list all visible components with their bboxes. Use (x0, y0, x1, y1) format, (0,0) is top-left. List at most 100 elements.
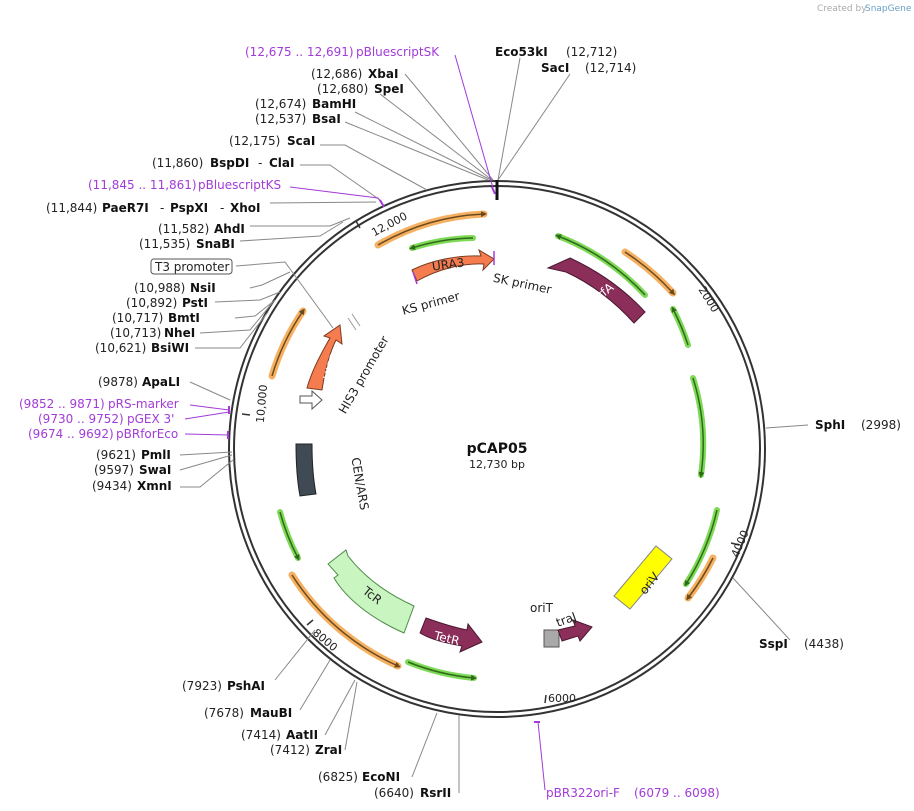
paer7i-sep2: - (220, 201, 224, 215)
sphi-pos: (2998) (861, 418, 901, 432)
cen-ars-feature[interactable] (295, 443, 317, 497)
snapgene-logo: SnapGene (865, 4, 912, 14)
bspdi-sep: - (258, 156, 262, 170)
scai-pos: (12,175) (229, 134, 280, 148)
pbluescriptsk-name: pBluescriptSK (356, 45, 440, 59)
watermark-text: Created by (817, 4, 867, 14)
nhei-name[interactable]: NheI (164, 326, 195, 340)
econi-pos: (6825) (318, 770, 358, 784)
bmti-name[interactable]: BmtI (168, 311, 200, 325)
scai-name[interactable]: ScaI (287, 134, 315, 148)
pbluescriptks-name: pBluescriptKS (198, 178, 281, 192)
apali-pos: (9878) (98, 375, 138, 389)
his3-feature[interactable] (306, 324, 343, 391)
snabi-pos: (11,535) (139, 237, 190, 251)
xmni-pos: (9434) (92, 479, 132, 493)
tetr-label: TetR (432, 628, 461, 648)
t3-promoter-tick-b (347, 317, 357, 331)
pgex-name: pGEX 3' (127, 412, 174, 426)
pbr322ori-pos: (6079 .. 6098) (634, 786, 720, 800)
pbluescriptsk-pos: (12,675 .. 12,691) (245, 45, 354, 59)
ahdi-pos: (11,582) (158, 222, 209, 236)
xbai-pos: (12,686) (311, 67, 362, 81)
cen-ars-label: CEN/ARS (348, 456, 371, 511)
swai-name[interactable]: SwaI (139, 463, 171, 477)
spei-pos: (12,680) (317, 82, 368, 96)
sphi-name[interactable]: SphI (815, 418, 845, 432)
tick-label-6000: 6000 (548, 692, 576, 705)
zrai-name[interactable]: ZraI (315, 743, 342, 757)
prs-marker-name: pRS-marker (108, 397, 179, 411)
ura3-feature[interactable] (411, 248, 495, 282)
xbai-name[interactable]: XbaI (368, 67, 398, 81)
rsrii-pos: (6640) (374, 786, 414, 800)
bspdi-pos: (11,860) (152, 156, 203, 170)
nsii-name[interactable]: NsiI (190, 281, 216, 295)
orit-label: oriT (530, 601, 554, 615)
arc-features (268, 210, 720, 681)
pshai-pos: (7923) (182, 679, 222, 693)
nsii-pos: (10,988) (134, 281, 185, 295)
swai-pos: (9597) (94, 463, 134, 477)
traj-label: traJ (554, 609, 578, 629)
eco53ki-name[interactable]: Eco53kI (495, 45, 548, 59)
bamhi-pos: (12,674) (255, 97, 306, 111)
paer7i-sep1: - (160, 201, 164, 215)
xmni-name[interactable]: XmnI (137, 479, 172, 493)
sspi-pos: (4438) (804, 637, 844, 651)
tcr-feature[interactable] (327, 549, 415, 634)
zrai-pos: (7412) (270, 743, 310, 757)
bspdi-name[interactable]: BspDI (210, 156, 249, 170)
bsai-name[interactable]: BsaI (312, 112, 341, 126)
eco53ki-pos: (12,712) (566, 45, 617, 59)
clai-name[interactable]: ClaI (269, 156, 294, 170)
trfa-feature[interactable] (546, 257, 646, 324)
aatii-name[interactable]: AatII (286, 728, 318, 742)
snabi-name[interactable]: SnaBI (196, 237, 235, 251)
paer7i-name[interactable]: PaeR7I (102, 201, 149, 215)
xhoi-name[interactable]: XhoI (230, 201, 261, 215)
pbrforeco-pos: (9674 .. 9692) (28, 427, 114, 441)
pbrforeco-name: pBRforEco (116, 427, 178, 441)
sspi-name[interactable]: SspI (759, 637, 788, 651)
traj-feature[interactable] (557, 619, 593, 642)
bsiwi-pos: (10,621) (95, 341, 146, 355)
pmli-pos: (9621) (96, 448, 136, 462)
primer-leader-lines (184, 54, 546, 791)
spei-name[interactable]: SpeI (374, 82, 404, 96)
saci-name[interactable]: SacI (541, 61, 569, 75)
tick-label-10000: 10,000 (254, 384, 270, 423)
tick-marks (241, 220, 740, 704)
pshai-name[interactable]: PshAI (227, 679, 265, 693)
pmli-name[interactable]: PmlI (141, 448, 171, 462)
rsrii-name[interactable]: RsrII (420, 786, 451, 800)
ura3-label: URA3 (431, 255, 465, 273)
oriv-feature[interactable] (613, 545, 673, 610)
apali-name[interactable]: ApaLI (142, 375, 180, 389)
pspxi-name[interactable]: PspXI (170, 201, 208, 215)
t3-promoter-box[interactable] (150, 258, 233, 275)
tetr-feature[interactable] (419, 617, 483, 653)
maubi-name[interactable]: MauBI (250, 706, 292, 720)
bamhi-name[interactable]: BamHI (312, 97, 356, 111)
leader-lines (179, 57, 809, 793)
plasmid-name: pCAP05 (467, 441, 528, 457)
orit-feature[interactable] (543, 629, 560, 648)
pgex-pos: (9730 .. 9752) (38, 412, 124, 426)
bsiwi-name[interactable]: BsiWI (151, 341, 189, 355)
ks-primer-label: KS primer (400, 289, 461, 318)
t3-promoter-label: T3 promoter (154, 260, 230, 274)
ahdi-name[interactable]: AhdI (214, 222, 245, 236)
paer7i-pos: (11,844) (46, 201, 97, 215)
his3-promoter-label: HIS3 promoter (336, 333, 392, 416)
tick-label-2000: 2000 (696, 284, 722, 315)
his3-promoter-arrow[interactable] (299, 389, 323, 411)
maubi-pos: (7678) (204, 706, 244, 720)
psti-name[interactable]: PstI (182, 296, 208, 310)
pbr322ori-name: pBR322ori-F (546, 786, 620, 800)
pbluescriptks-pos: (11,845 .. 11,861) (88, 178, 197, 192)
econi-name[interactable]: EcoNI (362, 770, 400, 784)
prs-marker-pos: (9852 .. 9871) (19, 397, 105, 411)
bmti-pos: (10,717) (112, 311, 163, 325)
